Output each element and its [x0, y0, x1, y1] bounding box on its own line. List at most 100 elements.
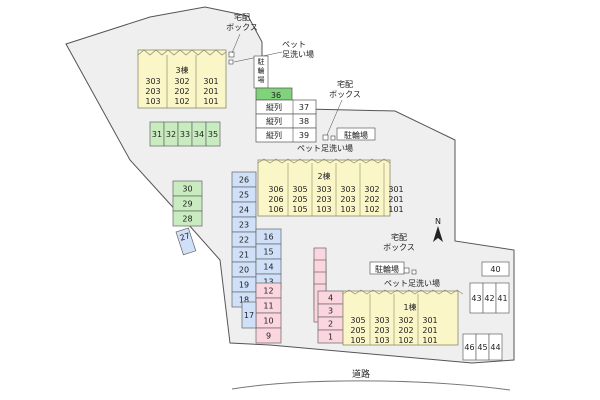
unit-number: 303	[340, 185, 355, 194]
road-label: 道路	[352, 368, 370, 380]
building-2: 2棟	[257, 158, 391, 217]
unit-number: 303	[316, 185, 331, 194]
north-arrow: N	[433, 217, 443, 242]
parking-slot-label: 31	[152, 130, 162, 139]
unit-number: 202	[398, 326, 413, 335]
parking-slot-40	[481, 261, 510, 277]
svg-text:N: N	[435, 217, 441, 226]
unit-number: 305	[350, 316, 365, 325]
unit-number: 201	[203, 87, 218, 96]
parking-slot-35	[205, 121, 221, 147]
delivery-box-label-mid: 宅配ボックス	[329, 79, 361, 99]
pet-wash-label-mid: ペット足洗い場	[297, 143, 353, 153]
unit-number: 205	[292, 195, 307, 204]
pet-wash-marker-low	[411, 269, 417, 275]
unit-number: 102	[398, 336, 413, 345]
tandem-slot	[255, 127, 317, 143]
parking-slot-label: 30	[182, 185, 192, 194]
parking-slot-label: 13	[263, 278, 273, 287]
building-1-label: 1棟	[403, 302, 416, 312]
tandem-slot-number: 39	[299, 131, 309, 140]
parking-slot-41	[495, 282, 510, 314]
parking-slot-27: 27	[175, 227, 197, 256]
tandem-label: 縦列	[266, 130, 282, 140]
unit-number: 301	[422, 316, 437, 325]
parking-slot-label: 9	[266, 332, 271, 341]
tandem-label: 縦列	[266, 102, 282, 112]
parking-slot-label: 19	[239, 281, 249, 290]
parking-slot-label: 33	[180, 130, 190, 139]
delivery-box-marker-low	[403, 267, 410, 274]
parking-slot-label: 35	[208, 130, 218, 139]
unit-number: 203	[145, 87, 160, 96]
parking-slot-label: 1	[328, 333, 333, 342]
parking-slot-label: 4	[328, 294, 333, 303]
pet-wash-marker-mid	[330, 135, 336, 141]
parking-slot-label: 23	[239, 221, 249, 230]
parking-slot-label: 3	[328, 307, 333, 316]
parking-slot-9	[255, 327, 282, 344]
parking-slot-label: 29	[182, 200, 192, 209]
tandem-slot-number: 38	[299, 117, 309, 126]
parking-slot-36-label: 36	[271, 91, 281, 100]
tandem-slot-number: 37	[299, 103, 309, 112]
parking-slot-label: 2	[328, 320, 333, 329]
parking-slot-label: 44	[490, 343, 500, 352]
parking-slot-label: 17	[244, 311, 254, 320]
parking-slot-label: 46	[464, 343, 474, 352]
unit-number: 203	[374, 326, 389, 335]
bike-parking-low-label: 駐輪場	[375, 264, 399, 274]
delivery-box-marker-mid	[322, 134, 329, 141]
pet-wash-marker-top	[228, 59, 234, 65]
unit-number: 103	[145, 97, 160, 106]
building-3-label: 3棟	[175, 65, 188, 75]
parking-slot-label: 25	[239, 191, 249, 200]
parking-slot-label: 34	[194, 130, 204, 139]
unit-number: 206	[268, 195, 283, 204]
parking-slot-44	[488, 333, 503, 361]
parking-slot-label: 43	[471, 294, 481, 303]
unit-number: 102	[364, 205, 379, 214]
unit-number: 101	[388, 205, 403, 214]
unit-number: 306	[268, 185, 283, 194]
parking-slot-label: 32	[166, 130, 176, 139]
unit-number: 201	[388, 195, 403, 204]
unit-number: 103	[316, 205, 331, 214]
parking-slot-label: 10	[263, 317, 273, 326]
parking-slot-label: 45	[477, 343, 487, 352]
unit-number: 202	[174, 87, 189, 96]
unit-number: 103	[340, 205, 355, 214]
unit-number: 201	[422, 326, 437, 335]
unit-number: 103	[374, 336, 389, 345]
parking-slot-label: 11	[263, 302, 273, 311]
unit-number: 105	[350, 336, 365, 345]
parking-slot-17	[241, 301, 257, 329]
bike-parking-mid-label: 駐輪場	[344, 130, 368, 140]
building-2-label: 2棟	[317, 171, 330, 181]
unit-number: 302	[364, 185, 379, 194]
bike-parking-mid	[336, 127, 376, 141]
unit-number: 105	[292, 205, 307, 214]
parking-slot-label: 27	[179, 231, 191, 243]
parking-slot-label: 41	[497, 294, 507, 303]
unit-number: 102	[174, 97, 189, 106]
parking-slot-label: 26	[239, 176, 249, 185]
parking-slot-label: 40	[490, 265, 500, 274]
parking-slot-label: 12	[263, 287, 273, 296]
building-1: 1棟	[342, 289, 464, 346]
parking-slot-label: 20	[239, 266, 249, 275]
unit-number: 302	[174, 77, 189, 86]
pet-wash-label-top: ペット足洗い場	[282, 40, 314, 59]
unit-number: 301	[203, 77, 218, 86]
parking-slot-label: 22	[239, 236, 249, 245]
delivery-box-label-top: 宅配ボックス	[226, 12, 258, 32]
parking-slot-label: 16	[263, 233, 273, 242]
pet-wash-label-low: ペット足洗い場	[384, 278, 440, 288]
unit-number: 305	[292, 185, 307, 194]
